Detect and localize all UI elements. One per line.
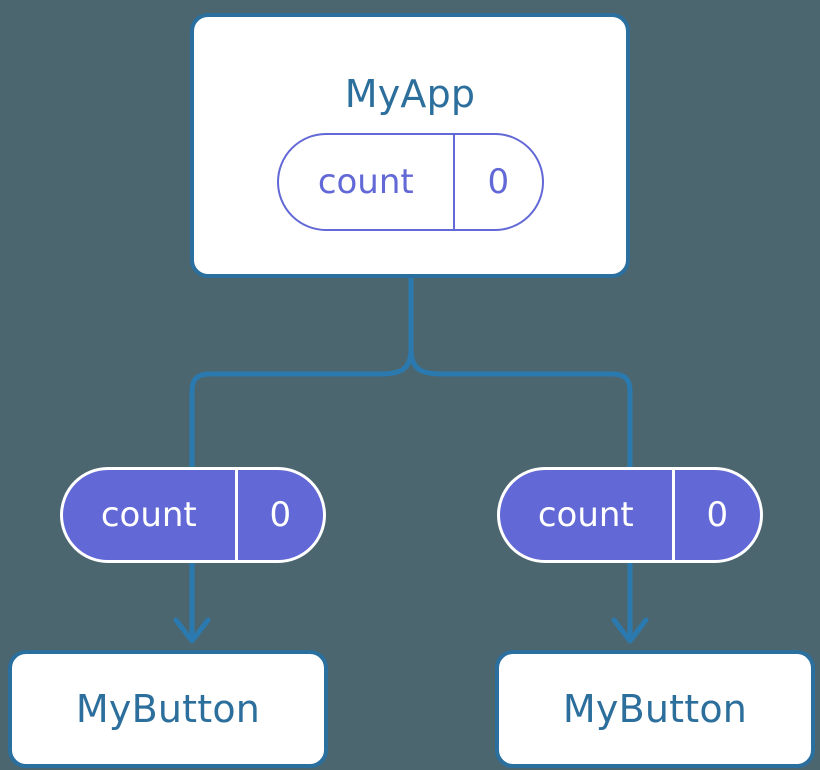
- prop-pill-right[interactable]: count 0: [497, 467, 763, 563]
- state-pill-root-value: 0: [452, 135, 542, 229]
- prop-pill-right-key: count: [537, 495, 634, 535]
- connector-fork-left: [189, 346, 414, 473]
- prop-pill-right-value: 0: [671, 470, 760, 560]
- component-title-myapp: MyApp: [344, 72, 476, 116]
- prop-pill-left-value: 0: [234, 470, 323, 560]
- arrowhead-right: [611, 617, 649, 644]
- prop-pill-left-key: count: [100, 495, 197, 535]
- component-box-mybutton-left[interactable]: MyButton: [8, 650, 328, 768]
- state-pill-root[interactable]: count 0: [277, 133, 544, 231]
- component-title-mybutton-right: MyButton: [562, 687, 748, 731]
- component-title-mybutton-left: MyButton: [75, 687, 261, 731]
- state-pill-root-key: count: [317, 162, 414, 202]
- prop-pill-left[interactable]: count 0: [60, 467, 326, 563]
- component-box-mybutton-right[interactable]: MyButton: [495, 650, 815, 768]
- connector-fork-right: [408, 346, 633, 473]
- arrowhead-left: [173, 617, 211, 644]
